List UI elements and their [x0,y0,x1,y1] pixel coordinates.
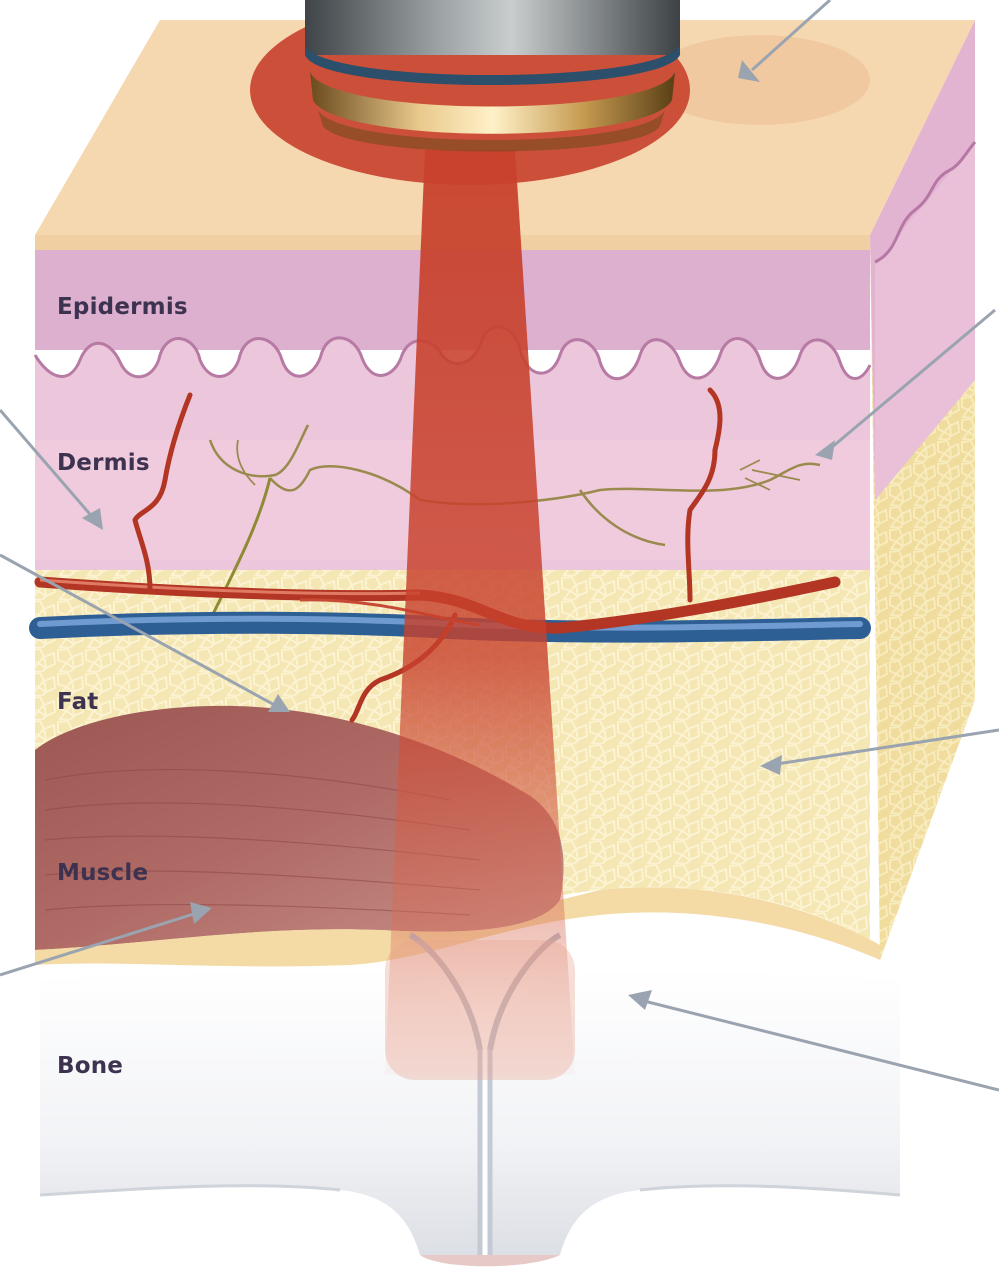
label-epidermis: Epidermis [57,294,188,320]
label-muscle: Muscle [57,860,148,886]
label-dermis: Dermis [57,450,150,476]
label-bone: Bone [57,1053,123,1079]
label-fat: Fat [57,689,98,715]
